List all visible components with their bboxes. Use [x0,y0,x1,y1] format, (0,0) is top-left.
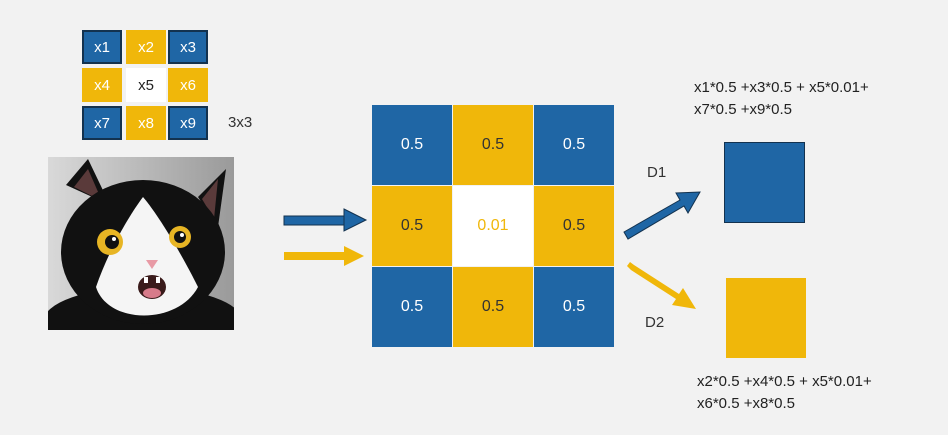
weight-cell-7: 0.5 [372,267,452,347]
weight-cell-4: 0.5 [372,186,452,266]
grid-cell-x2: x2 [126,30,166,64]
weight-cell-3: 0.5 [534,105,614,185]
grid-cell-x5: x5 [126,68,166,102]
d1-label: D1 [647,164,667,181]
weight-cell-8: 0.5 [453,267,533,347]
input-grid-3x3: x1 x2 x3 x4 x5 x6 x7 x8 x9 [82,30,210,140]
d1-formula: x1*0.5 +x3*0.5 + x5*0.01+ x7*0.5 +x9*0.5 [694,77,869,121]
d2-formula-line1: x2*0.5 +x4*0.5 + x5*0.01+ [697,373,872,390]
blue-input-arrow-icon [283,208,368,232]
grid-cell-x9: x9 [168,106,208,140]
grid-cell-x7: x7 [82,106,122,140]
grid-cell-x8: x8 [126,106,166,140]
d1-arrow-icon [623,191,701,240]
d2-arrow-icon [627,262,696,309]
weight-cell-9: 0.5 [534,267,614,347]
kernel-size-label: 3x3 [228,114,253,131]
grid-cell-x6: x6 [168,68,208,102]
yellow-input-arrow-icon [284,246,364,266]
weight-cell-5: 0.01 [453,186,533,266]
d2-label: D2 [645,314,665,331]
d2-output-square [726,278,806,358]
grid-cell-x3: x3 [168,30,208,64]
d2-formula: x2*0.5 +x4*0.5 + x5*0.01+ x6*0.5 +x8*0.5 [697,371,872,415]
weight-cell-6: 0.5 [534,186,614,266]
d1-output-square [724,142,805,223]
d1-formula-line1: x1*0.5 +x3*0.5 + x5*0.01+ [694,79,869,96]
d2-formula-line2: x6*0.5 +x8*0.5 [697,395,795,412]
weight-cell-1: 0.5 [372,105,452,185]
grid-cell-x4: x4 [82,68,122,102]
weight-grid: 0.5 0.5 0.5 0.5 0.01 0.5 0.5 0.5 0.5 [372,105,614,347]
grid-cell-x1: x1 [82,30,122,64]
d1-formula-line2: x7*0.5 +x9*0.5 [694,101,792,118]
weight-cell-2: 0.5 [453,105,533,185]
